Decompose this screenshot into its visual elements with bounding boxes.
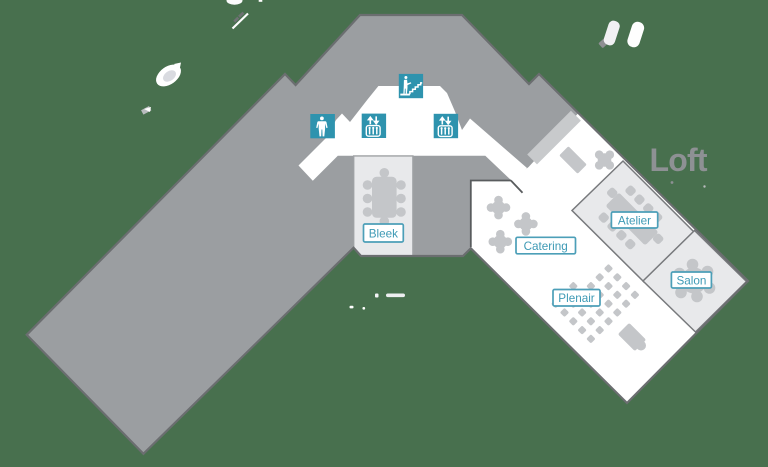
svg-text:Catering: Catering <box>524 240 568 253</box>
svg-text:Salon: Salon <box>676 274 706 287</box>
svg-text:Plenair: Plenair <box>558 292 594 305</box>
svg-text:Bleek: Bleek <box>369 227 398 240</box>
svg-text:Loft: Loft <box>650 142 708 178</box>
svg-text:Atelier: Atelier <box>618 214 651 227</box>
